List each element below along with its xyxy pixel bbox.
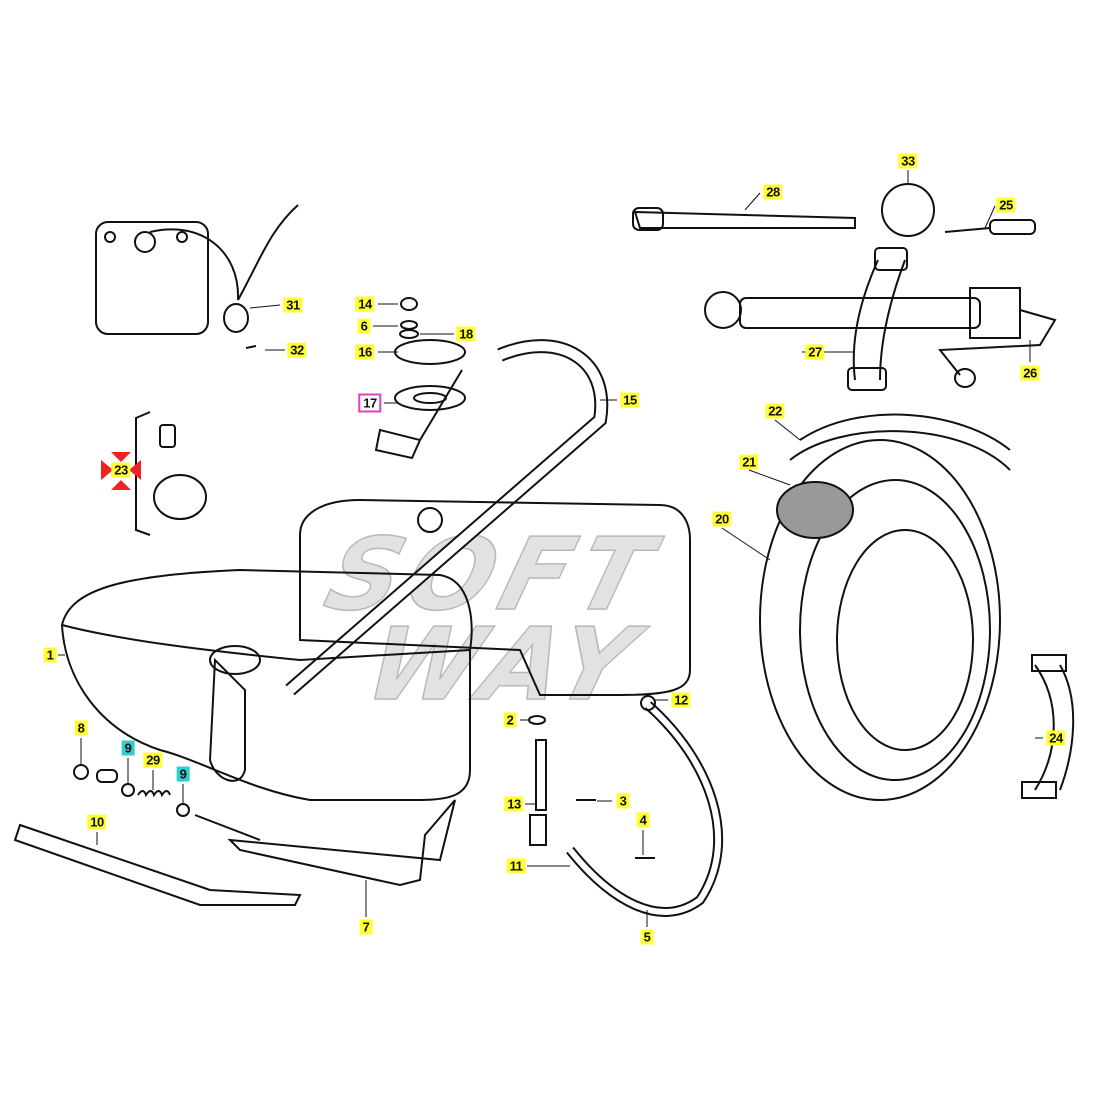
callout-16[interactable]: 16 [355, 344, 375, 360]
callout-13[interactable]: 13 [504, 796, 524, 812]
screwdriver-25 [944, 219, 1036, 235]
red-arrows-icon [101, 452, 141, 490]
ring-33 [881, 183, 935, 237]
callout-33[interactable]: 33 [898, 153, 918, 169]
fuel-tank [60, 498, 691, 801]
callout-4[interactable]: 4 [636, 812, 650, 828]
callout-24[interactable]: 24 [1046, 730, 1066, 746]
spare-wheel [759, 413, 1011, 801]
callout-14[interactable]: 14 [355, 296, 375, 312]
reservoir-drawing [95, 204, 299, 349]
callout-9a[interactable]: 9 [121, 740, 135, 756]
callout-17[interactable]: 17 [358, 393, 382, 413]
caps-23 [135, 411, 207, 536]
callout-29[interactable]: 29 [143, 752, 163, 768]
callout-23[interactable]: 23 [111, 462, 131, 478]
callout-1[interactable]: 1 [43, 647, 57, 663]
callout-9b[interactable]: 9 [176, 766, 190, 782]
callout-32[interactable]: 32 [287, 342, 307, 358]
leader-lines [58, 170, 1043, 927]
tool-28 [632, 207, 856, 231]
fuel-sender [374, 297, 466, 460]
callout-10[interactable]: 10 [87, 814, 107, 830]
callout-3[interactable]: 3 [616, 793, 630, 809]
callout-21[interactable]: 21 [739, 454, 759, 470]
callout-22[interactable]: 22 [765, 403, 785, 419]
callout-25[interactable]: 25 [996, 197, 1016, 213]
callout-20[interactable]: 20 [712, 511, 732, 527]
callout-12[interactable]: 12 [671, 692, 691, 708]
callout-6[interactable]: 6 [357, 318, 371, 334]
callout-11[interactable]: 11 [506, 858, 526, 874]
strap-24 [1021, 654, 1075, 799]
callout-2[interactable]: 2 [503, 712, 517, 728]
callout-7[interactable]: 7 [359, 919, 373, 935]
callout-18[interactable]: 18 [456, 326, 476, 342]
callout-26[interactable]: 26 [1020, 365, 1040, 381]
fuel-hose-5 [566, 701, 724, 917]
strap-10 [13, 823, 302, 906]
callout-31[interactable]: 31 [283, 297, 303, 313]
jack-27-26 [704, 247, 1057, 391]
callout-8[interactable]: 8 [74, 720, 88, 736]
callout-5[interactable]: 5 [640, 929, 654, 945]
callout-15[interactable]: 15 [620, 392, 640, 408]
callout-27[interactable]: 27 [805, 344, 825, 360]
fuel-tap [528, 715, 655, 859]
strap-7 [227, 799, 456, 887]
callout-28[interactable]: 28 [763, 184, 783, 200]
